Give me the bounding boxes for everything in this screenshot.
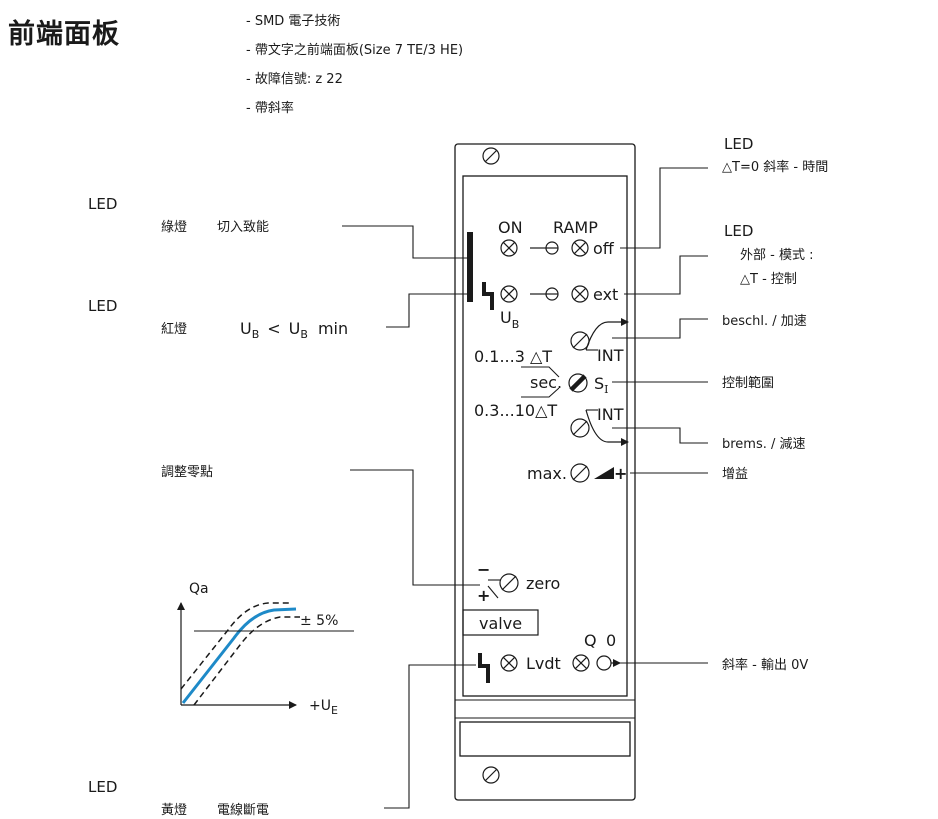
- upper-tolerance-curve: [180, 602, 290, 690]
- ramp-label: RAMP: [553, 218, 598, 237]
- red-led-label: 紅燈: [161, 322, 187, 337]
- int-bottom-label: INT: [597, 405, 624, 424]
- gain-label: 增益: [722, 467, 748, 482]
- zero-minus-label: −: [477, 560, 490, 579]
- range-selector-switch[interactable]: [568, 373, 588, 393]
- q-led-icon: [572, 654, 590, 672]
- led-heading-ramp: LED: [724, 135, 753, 153]
- yellow-led-label: 黃燈: [161, 803, 187, 818]
- sec-label: sec.: [530, 373, 562, 392]
- output-socket-icon[interactable]: [596, 655, 621, 671]
- feature-item: - 帶文字之前端面板(Size 7 TE/3 HE): [246, 43, 464, 58]
- int-top-label: INT: [597, 346, 624, 365]
- accel-label: beschl. / 加速: [722, 314, 807, 329]
- tolerance-label: ± 5%: [300, 613, 338, 629]
- enable-label: 切入致能: [217, 220, 269, 235]
- decel-pot-icon[interactable]: [570, 418, 590, 438]
- zero-plus-label: +: [477, 586, 490, 605]
- switch-arrow-icon: [545, 287, 559, 301]
- ext-control-label: △T - 控制: [740, 272, 797, 287]
- screw-top-icon: [482, 147, 500, 165]
- green-led-bar: [467, 232, 473, 302]
- feature-item: - 故障信號: z 22: [246, 72, 343, 87]
- led-heading-ext: LED: [724, 222, 753, 240]
- range-label: 控制範圍: [722, 376, 774, 391]
- graph-xlabel: +UE: [309, 698, 338, 717]
- screw-bottom-icon: [482, 766, 500, 784]
- ub-led-icon: [500, 285, 518, 303]
- yellow-led-icon: [478, 653, 490, 683]
- gain-pot-icon[interactable]: [570, 463, 590, 483]
- feature-item: - SMD 電子技術: [246, 14, 341, 29]
- si-label: SI: [594, 374, 609, 396]
- page-title: 前端面板: [8, 19, 120, 50]
- range-short-label: 0.1...3 △T: [474, 347, 552, 366]
- graph-ylabel: Qa: [189, 581, 209, 597]
- ramp-time-label: △T=0 斜率 - 時間: [722, 159, 828, 175]
- on-led-icon: [500, 239, 518, 257]
- lvdt-label: Lvdt: [526, 654, 561, 673]
- lvdt-led-icon: [500, 654, 518, 672]
- led-heading-red: LED: [88, 297, 117, 315]
- gain-wedge-icon: [594, 467, 614, 479]
- characteristic-graph: Qa ± 5% +UE: [177, 581, 354, 717]
- ramp-led-icon: [571, 239, 589, 257]
- decel-curve-icon: [585, 409, 629, 446]
- lower-tolerance-curve: [193, 616, 300, 706]
- label-slot: [459, 721, 631, 757]
- q-zero-label: 0: [606, 631, 616, 650]
- q-label: Q: [584, 631, 597, 650]
- led-heading-yellow: LED: [88, 778, 117, 796]
- left-leader-lines: [342, 225, 480, 809]
- front-panel-outline: [454, 143, 636, 801]
- max-label: max.: [527, 464, 567, 483]
- valve-label: valve: [479, 614, 522, 633]
- valve-label-box: [462, 609, 539, 636]
- off-label: off: [593, 239, 615, 258]
- feature-item: - 帶斜率: [246, 101, 294, 116]
- right-leader-lines: [612, 167, 708, 664]
- zero-label: zero: [526, 574, 560, 593]
- feature-list: - SMD 電子技術 - 帶文字之前端面板(Size 7 TE/3 HE) - …: [246, 12, 463, 128]
- ub-panel-label: UB: [500, 308, 519, 331]
- decel-label: brems. / 減速: [722, 436, 806, 452]
- nominal-curve: [181, 607, 297, 704]
- on-label: ON: [498, 218, 523, 237]
- red-led-icon: [482, 282, 494, 310]
- green-led-label: 綠燈: [161, 220, 187, 235]
- switch-arrow-icon: [545, 241, 559, 255]
- gain-plus-label: +: [614, 464, 627, 483]
- cable-break-label: 電線斷電: [217, 802, 269, 818]
- zero-adjust-label: 調整零點: [161, 465, 213, 480]
- ramp-output-label: 斜率 - 輸出 0V: [722, 657, 808, 673]
- zero-pot-icon[interactable]: [499, 573, 519, 593]
- ext-mode-label: 外部 - 模式 :: [740, 248, 813, 263]
- accel-curve-icon: [585, 318, 629, 351]
- ext-led-icon: [571, 285, 589, 303]
- range-long-label: 0.3...10△T: [474, 401, 557, 420]
- ext-label: ext: [593, 285, 618, 304]
- led-heading-green: LED: [88, 195, 117, 213]
- panel-inner-frame: [462, 175, 628, 697]
